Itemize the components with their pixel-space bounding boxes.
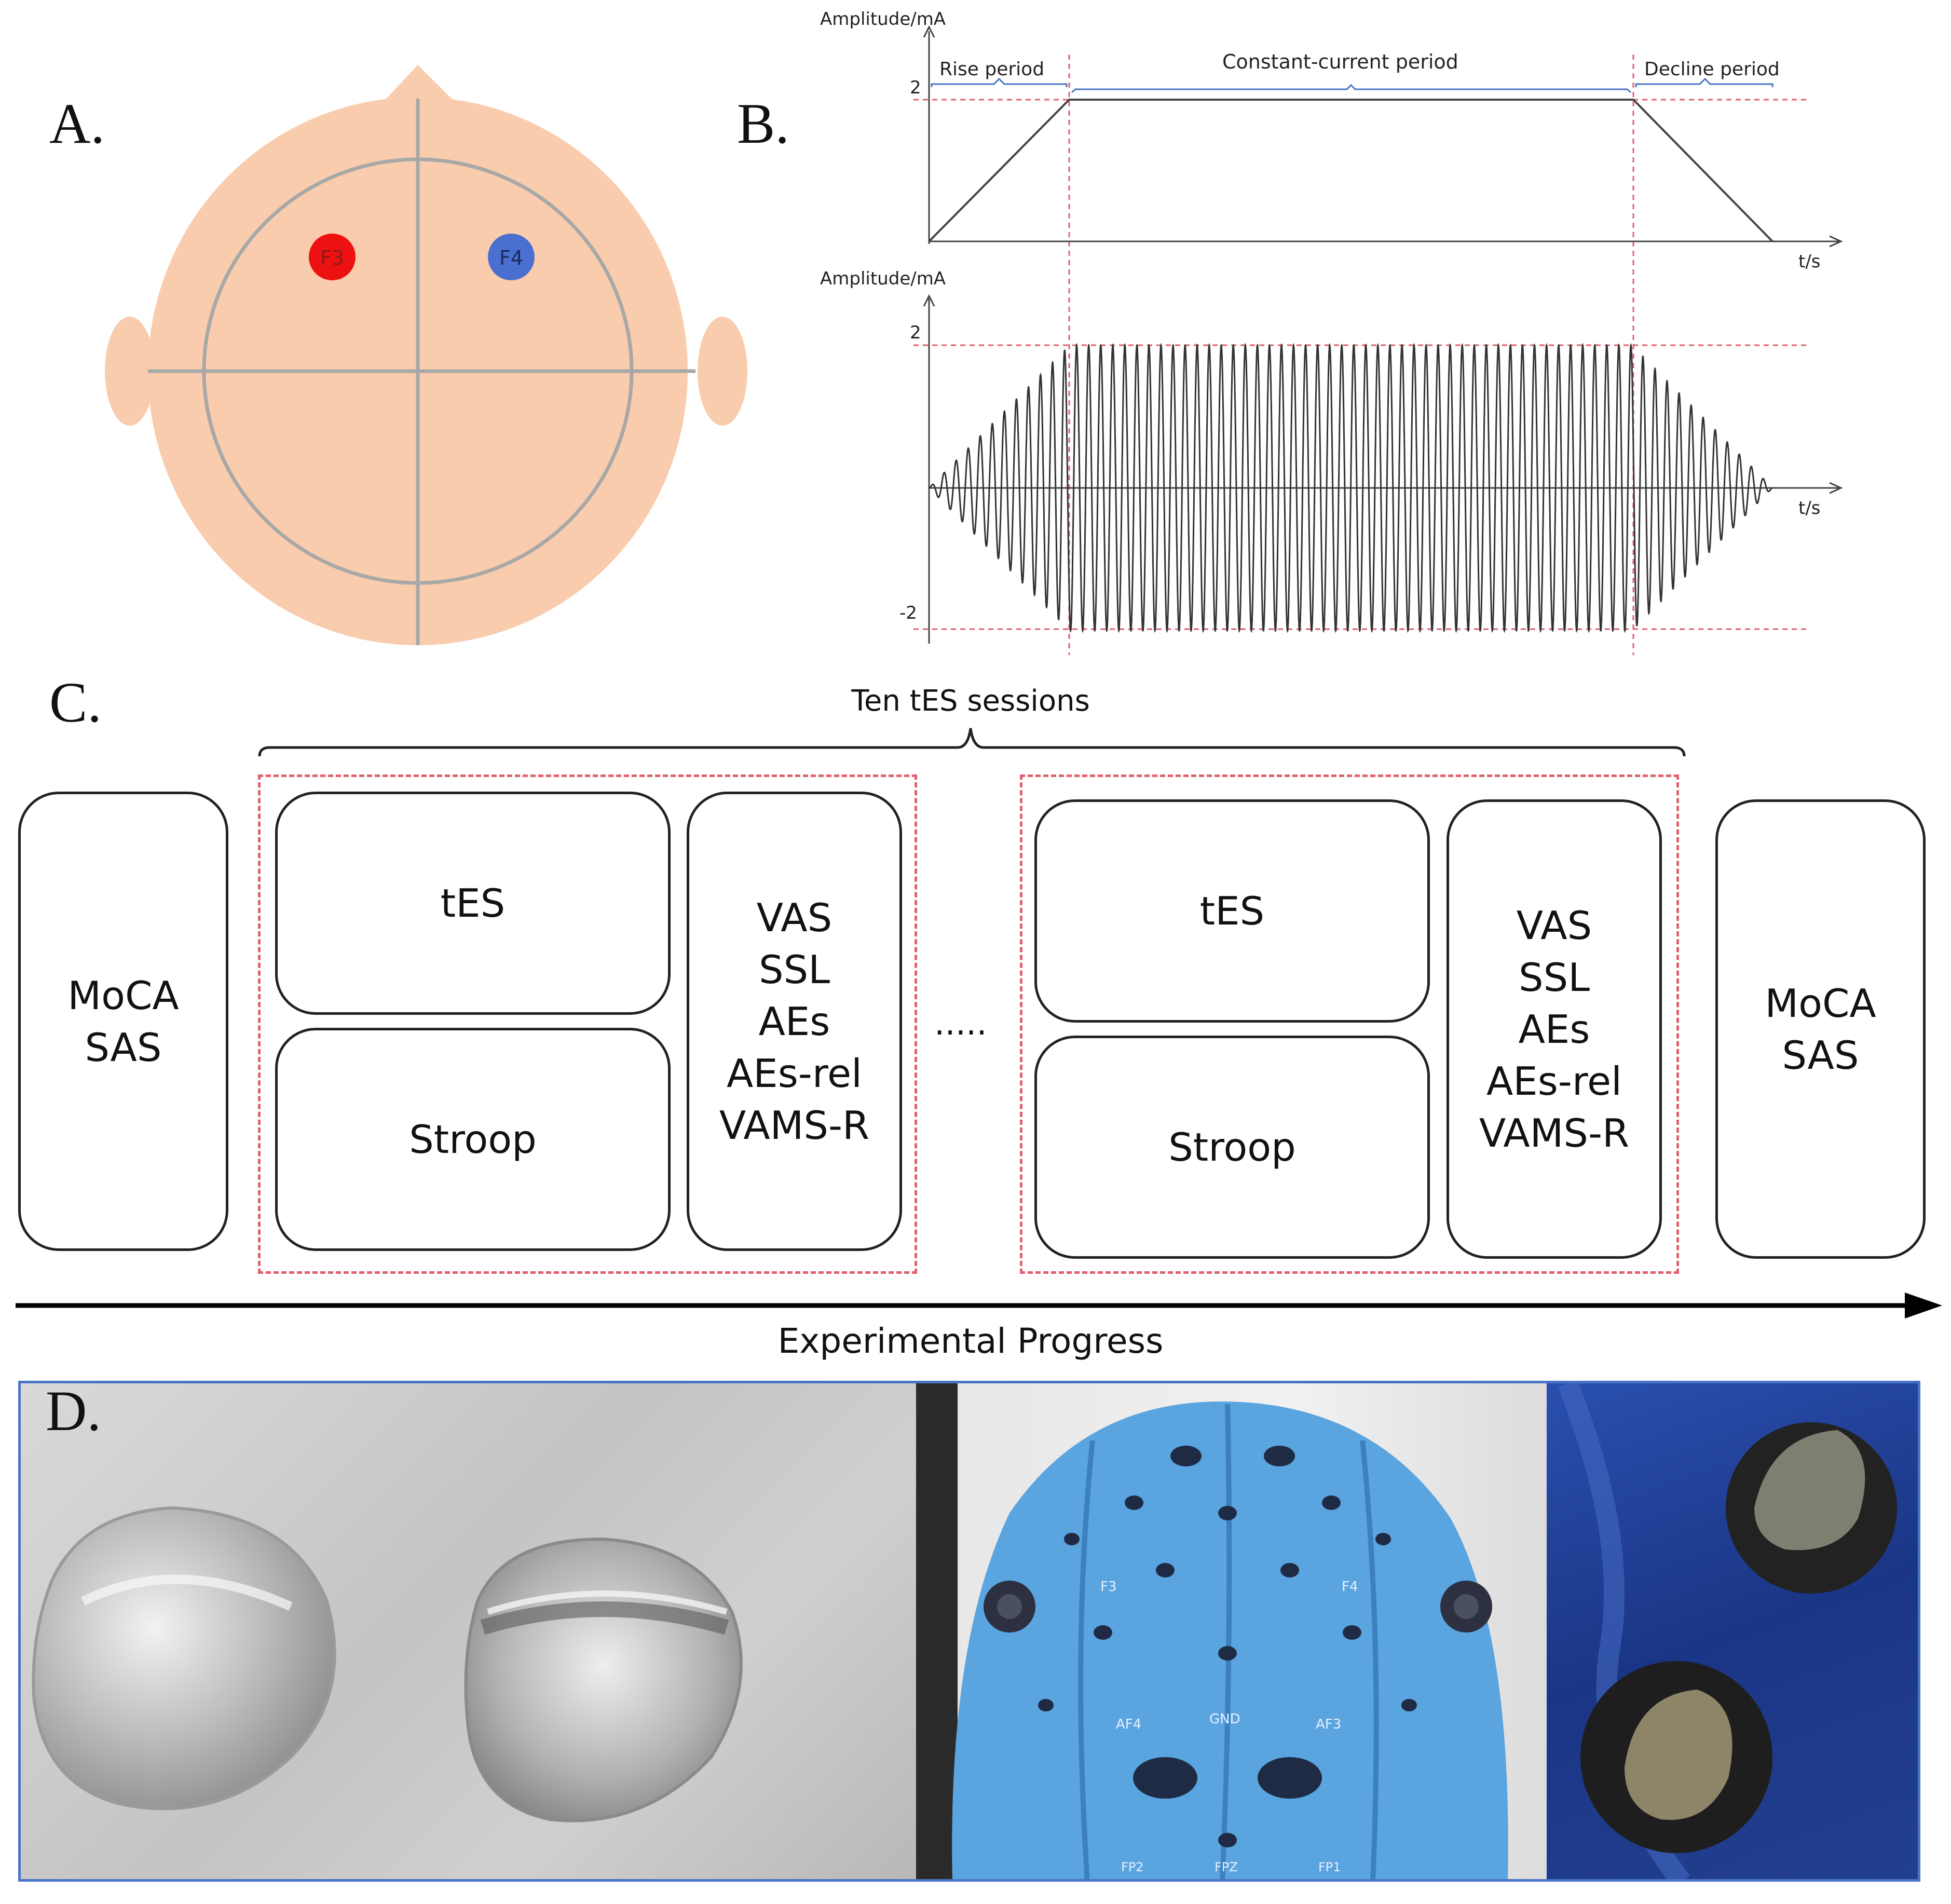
- period-decline: Decline period: [1644, 59, 1780, 80]
- right-ear: [698, 317, 747, 426]
- panel-label-c: C.: [49, 671, 102, 734]
- cap-label-af3: AF3: [1316, 1717, 1341, 1732]
- session-ellipsis: .....: [934, 1004, 987, 1043]
- cap-label-af4: AF4: [1116, 1717, 1141, 1732]
- measure-ssl: SSL: [759, 946, 830, 992]
- period-constant: Constant-current period: [1222, 50, 1458, 73]
- measure-vams-r: VAMS-R: [719, 1102, 870, 1148]
- post-sas: SAS: [1782, 1032, 1859, 1078]
- top-ytick: 2: [910, 77, 921, 98]
- top-ylabel: Amplitude/mA: [820, 9, 946, 30]
- cap-label-fpz: FPZ: [1215, 1860, 1238, 1874]
- gel-electrode-left: [32, 1506, 336, 1811]
- session-10-measures: VAS SSL AEs AEs-rel VAMS-R: [1447, 799, 1662, 1259]
- bottom-xlabel: t/s: [1798, 498, 1821, 519]
- left-ear: [105, 317, 155, 426]
- electrode-f4-label: F4: [499, 247, 523, 269]
- photo-electrode-closeup: [1547, 1383, 1918, 1879]
- measure-aes-rel: AEs-rel: [727, 1050, 862, 1096]
- session-brace: [258, 728, 1686, 757]
- panel-label-a: A.: [49, 92, 105, 155]
- post-assessment-box: MoCA SAS: [1715, 799, 1926, 1259]
- brace-rise: [931, 77, 1068, 87]
- gel-electrode-right: [464, 1537, 743, 1823]
- photo-gel-electrodes: [21, 1383, 916, 1879]
- nose: [381, 65, 457, 104]
- pre-assessment-box: MoCA SAS: [18, 792, 228, 1251]
- post-moca: MoCA: [1765, 980, 1876, 1026]
- bottom-y-arrow: [923, 294, 935, 307]
- session-1-frame: [258, 774, 917, 1274]
- bottom-ytick-neg: -2: [899, 603, 917, 623]
- brace-label: Ten tES sessions: [851, 684, 1090, 718]
- cap-label-f4: F4: [1342, 1579, 1358, 1595]
- electrode-f3-label: F3: [320, 247, 344, 269]
- pre-sas: SAS: [85, 1024, 162, 1070]
- session-1-tes: tES: [275, 792, 671, 1015]
- top-x-arrow: [1829, 235, 1843, 248]
- cap-label-gnd: GND: [1209, 1711, 1240, 1727]
- bottom-ylabel: Amplitude/mA: [820, 268, 946, 289]
- cap-label-f3: F3: [1100, 1579, 1117, 1595]
- panel-label-d: D.: [46, 1379, 101, 1443]
- progress-arrow: [16, 1293, 1942, 1318]
- head-diagram: F3 F4: [105, 65, 747, 645]
- period-rise: Rise period: [939, 59, 1044, 80]
- electrode-f4: [488, 234, 535, 280]
- cap-label-fp1: FP1: [1318, 1860, 1341, 1874]
- measure-vas: VAS: [756, 894, 833, 941]
- cap-label-fp2: FP2: [1121, 1860, 1144, 1874]
- session-10-tes: tES: [1034, 799, 1430, 1023]
- ac-waveform: [929, 343, 1773, 633]
- brace-constant: [1071, 84, 1631, 93]
- measure-aes: AEs: [758, 998, 830, 1044]
- electrode-f3: [309, 234, 356, 280]
- top-trapezoid: [928, 99, 1773, 242]
- session-1-measures: VAS SSL AEs AEs-rel VAMS-R: [687, 792, 902, 1251]
- pre-moca: MoCA: [67, 972, 179, 1018]
- session-10-frame: [1020, 774, 1679, 1274]
- session-1-stroop: Stroop: [275, 1028, 671, 1251]
- progress-label: Experimental Progress: [777, 1321, 1164, 1361]
- top-y-arrow: [923, 25, 935, 38]
- waveform-charts: Amplitude/mA t/s 2 Rise period Constant-…: [820, 9, 1843, 655]
- bottom-x-arrow: [1829, 482, 1843, 494]
- bottom-ytick-pos: 2: [910, 322, 921, 343]
- photo-frame: F3 F4 AF4 GND AF3 FP2 FPZ FP1: [18, 1381, 1920, 1882]
- panel-label-b: B.: [737, 92, 789, 155]
- top-xlabel: t/s: [1798, 251, 1821, 272]
- brace-decline: [1635, 77, 1773, 87]
- photo-eeg-cap: F3 F4 AF4 GND AF3 FP2 FPZ FP1: [916, 1383, 1547, 1879]
- session-10-stroop: Stroop: [1034, 1036, 1430, 1259]
